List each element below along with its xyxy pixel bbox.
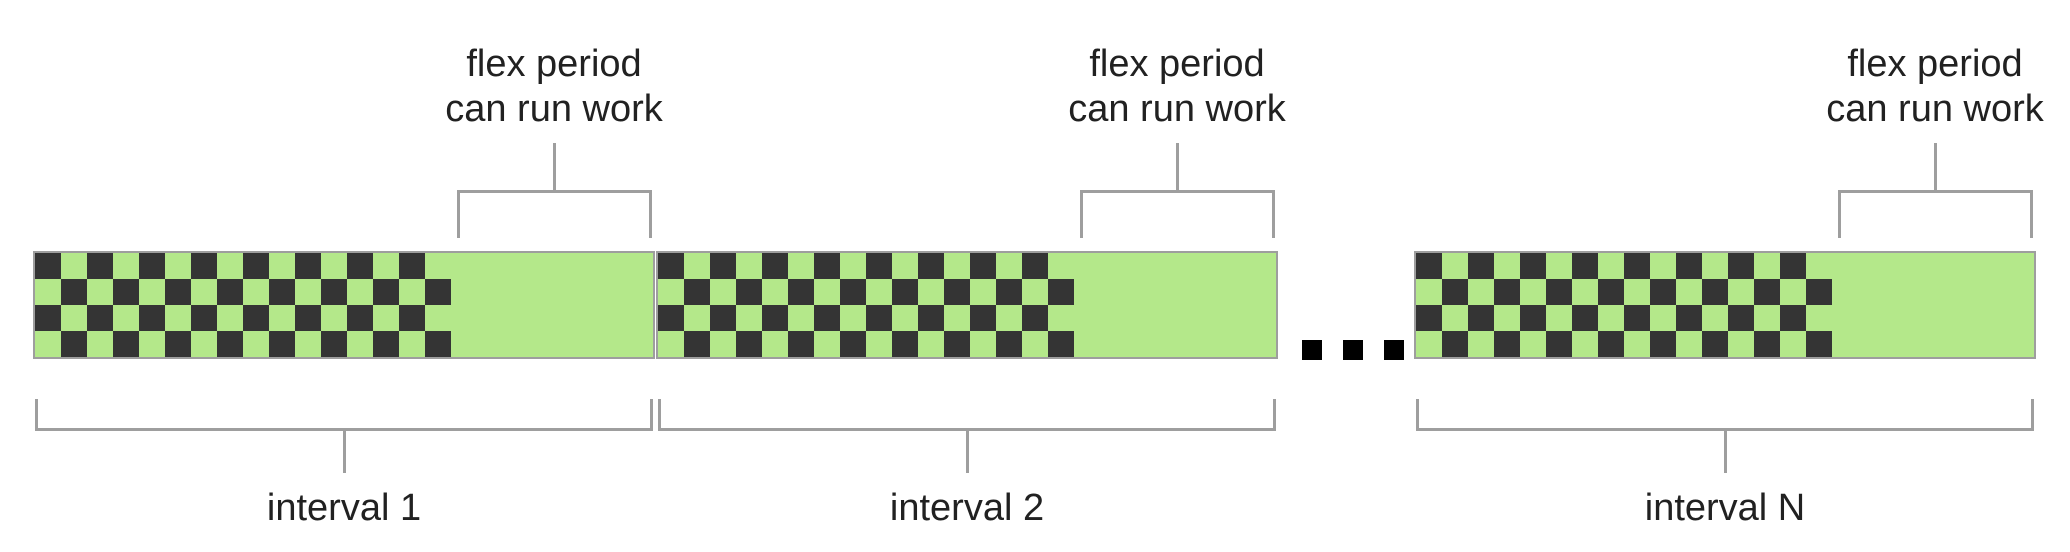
interval-bar — [33, 251, 655, 359]
interval-bracket — [1416, 399, 2034, 431]
flex-period-label-line2: can run work — [445, 88, 663, 130]
flex-period-region — [1832, 253, 2034, 357]
interval-label: interval N — [1644, 487, 1806, 529]
interval-bracket — [658, 399, 1276, 431]
flex-period-bracket — [1080, 190, 1275, 238]
flex-period-region — [451, 253, 653, 357]
flex-period-label-line2: can run work — [1826, 88, 2044, 130]
flex-label-connector — [553, 143, 556, 190]
interval-bracket — [35, 399, 653, 431]
interval-label-connector — [1724, 431, 1727, 473]
interval-1-block: flex period can run work interval 1 — [33, 0, 663, 552]
flex-period-bracket — [1838, 190, 2033, 238]
interval-bar — [1414, 251, 2036, 359]
flex-period-region — [1074, 253, 1276, 357]
flex-period-label-line2: can run work — [1068, 88, 1286, 130]
ellipsis-dot — [1343, 340, 1363, 360]
flex-period-label: flex period can run work — [304, 42, 804, 132]
flex-label-connector — [1176, 143, 1179, 190]
flex-period-label-line1: flex period — [466, 43, 642, 85]
interval-label: interval 1 — [266, 487, 422, 529]
interval-label: interval 2 — [889, 487, 1045, 529]
flex-period-label: flex period can run work — [927, 42, 1427, 132]
interval-label-connector — [343, 431, 346, 473]
flex-period-bracket — [457, 190, 652, 238]
ellipsis-dot — [1384, 340, 1404, 360]
ellipsis-dot — [1302, 340, 1322, 360]
interval-2-block: flex period can run work interval 2 — [656, 0, 1286, 552]
interval-bar — [656, 251, 1278, 359]
flex-period-label-line1: flex period — [1089, 43, 1265, 85]
interval-label-connector — [966, 431, 969, 473]
flex-period-label: flex period can run work — [1685, 42, 2070, 132]
busy-checkered-region — [35, 253, 451, 357]
busy-checkered-region — [658, 253, 1074, 357]
busy-checkered-region — [1416, 253, 1832, 357]
flex-label-connector — [1934, 143, 1937, 190]
ellipsis-dots — [1302, 340, 1404, 360]
interval-n-block: flex period can run work interval N — [1414, 0, 2044, 552]
flex-period-label-line1: flex period — [1847, 43, 2023, 85]
